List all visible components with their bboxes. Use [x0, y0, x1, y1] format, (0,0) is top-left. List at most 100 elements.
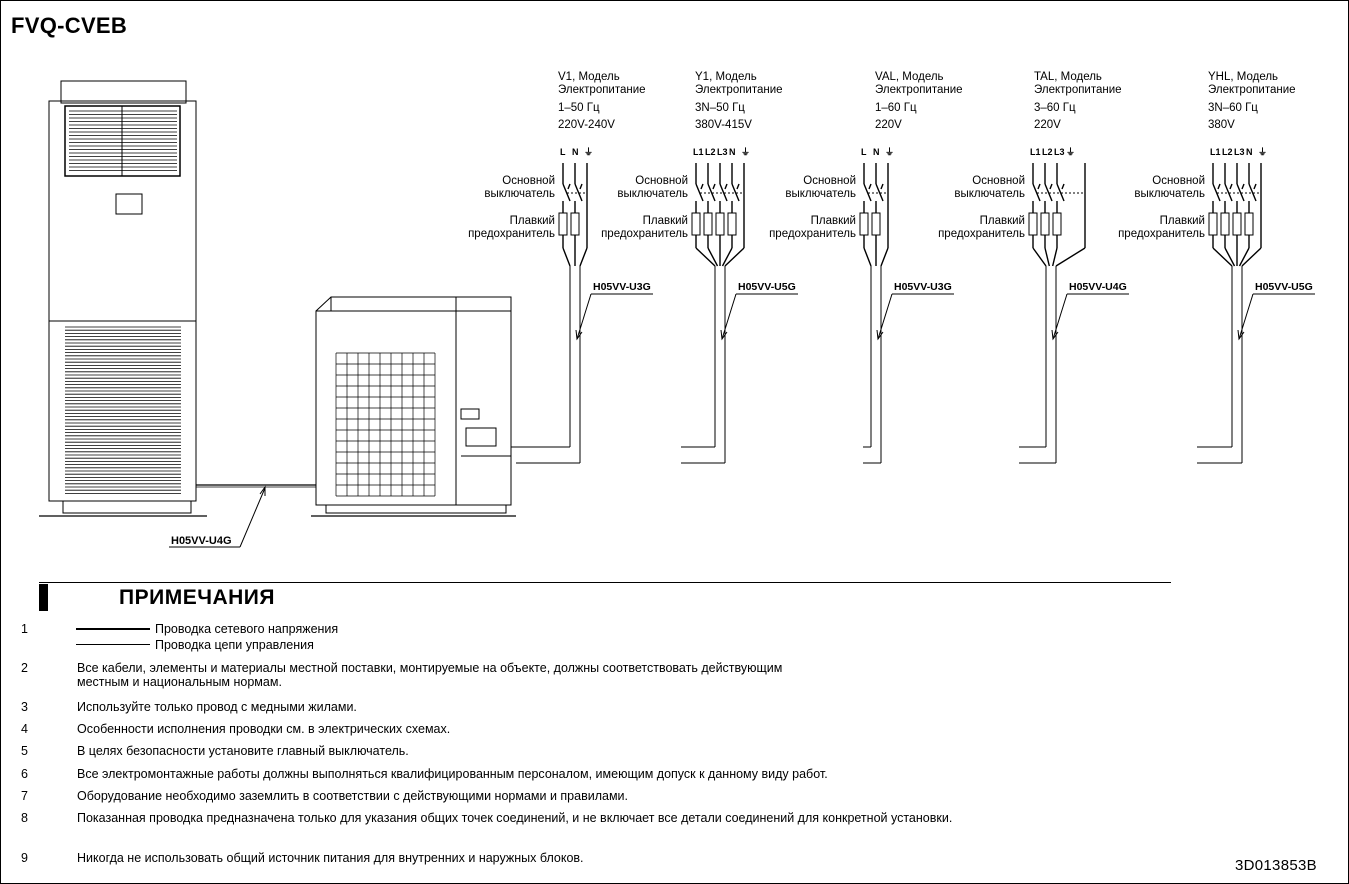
- cable-type-label: H05VV-U5G: [738, 281, 796, 293]
- notes-heading: ПРИМЕЧАНИЯ: [119, 586, 275, 609]
- fuse-label: предохранитель: [601, 228, 688, 240]
- legend-control-line: [76, 644, 150, 645]
- panel-frequency-label: 1–60 Гц: [875, 102, 917, 114]
- fuse-label: предохранитель: [769, 228, 856, 240]
- terminal-label: L1: [693, 147, 704, 157]
- leader-arrow: [721, 293, 737, 340]
- cable-type-label: H05VV-U3G: [593, 281, 651, 293]
- cable-type-label: H05VV-U5G: [1255, 281, 1313, 293]
- fuse-icon: [1220, 212, 1230, 236]
- switch-blade: [574, 183, 583, 202]
- switch-blade: [695, 183, 704, 202]
- switch-label: Основной: [972, 175, 1025, 187]
- terminal-label: N: [729, 147, 736, 157]
- fuse-icon: [1052, 212, 1062, 236]
- fuse-label: Плавкий: [811, 215, 856, 227]
- panel-model-label: V1, Модель: [558, 71, 620, 83]
- fuse-icon: [715, 212, 725, 236]
- switch-label: выключатель: [954, 188, 1025, 200]
- fuse-icon: [1028, 212, 1038, 236]
- fuse-icon: [1232, 212, 1242, 236]
- panel-frequency-label: 3–60 Гц: [1034, 102, 1076, 114]
- note-text: В целях безопасности установите главный …: [77, 744, 409, 758]
- note-number: 7: [21, 789, 28, 803]
- panel-power-label: Электропитание: [1208, 84, 1296, 96]
- ground-terminal-icon: ⏚: [584, 147, 593, 157]
- note-text: Используйте только провод с медными жила…: [77, 700, 357, 714]
- document-number: 3D013853B: [1235, 857, 1317, 874]
- switch-blade: [1236, 183, 1245, 202]
- fuse-icon: [570, 212, 580, 236]
- leader-arrow: [1238, 293, 1254, 340]
- panel-model-label: VAL, Модель: [875, 71, 944, 83]
- fuse-label: предохранитель: [468, 228, 555, 240]
- fuse-icon: [558, 212, 568, 236]
- terminal-label: L3: [1234, 147, 1245, 157]
- fuse-icon: [871, 212, 881, 236]
- outdoor-unit-icon: [311, 296, 516, 517]
- legend-control-label: Проводка цепи управления: [155, 638, 314, 652]
- switch-blade: [707, 183, 716, 202]
- switch-label: выключатель: [785, 188, 856, 200]
- note-number: 5: [21, 744, 28, 758]
- legend-main-label: Проводка сетевого напряжения: [155, 622, 339, 636]
- panel-model-label: TAL, Модель: [1034, 71, 1102, 83]
- panel-frequency-label: 3N–60 Гц: [1208, 102, 1258, 114]
- switch-blade: [1224, 183, 1233, 202]
- note-number: 6: [21, 767, 28, 781]
- terminal-label: N: [873, 147, 880, 157]
- fuse-icon: [1244, 212, 1254, 236]
- switch-blade: [875, 183, 884, 202]
- terminal-label: L: [861, 147, 867, 157]
- fuse-icon: [1040, 212, 1050, 236]
- terminal-label: L1: [1210, 147, 1221, 157]
- leader-arrow: [877, 293, 893, 340]
- note-text: Все электромонтажные работы должны выпол…: [77, 767, 828, 781]
- switch-label: выключатель: [1134, 188, 1205, 200]
- note-number: 2: [21, 661, 28, 675]
- panel-frequency-label: 3N–50 Гц: [695, 102, 745, 114]
- ground-terminal-icon: ⏚: [1258, 147, 1267, 157]
- note-number: 8: [21, 811, 28, 825]
- switch-blade: [1032, 183, 1041, 202]
- notes-marker: [39, 584, 48, 611]
- notes-divider: [39, 582, 1171, 583]
- ground-terminal-icon: ⏚: [741, 147, 750, 157]
- fuse-icon: [703, 212, 713, 236]
- panel-power-label: Электропитание: [558, 84, 646, 96]
- note-number: 9: [21, 851, 28, 865]
- legend-main-line: [76, 628, 150, 630]
- panel-voltage-label: 220V: [1034, 119, 1061, 131]
- note-number: 4: [21, 722, 28, 736]
- switch-label: Основной: [803, 175, 856, 187]
- indoor-cable-label: H05VV-U4G: [171, 535, 232, 547]
- panel-power-label: Электропитание: [875, 84, 963, 96]
- switch-label: Основной: [502, 175, 555, 187]
- cable-type-label: H05VV-U4G: [1069, 281, 1127, 293]
- indoor-unit-icon: [39, 80, 207, 517]
- panel-model-label: Y1, Модель: [695, 71, 757, 83]
- switch-blade: [863, 183, 872, 202]
- switch-label: выключатель: [484, 188, 555, 200]
- leader-arrow: [1052, 293, 1068, 340]
- note-text: Особенности исполнения проводки см. в эл…: [77, 722, 451, 736]
- panel-voltage-label: 380V-415V: [695, 119, 752, 131]
- panel-voltage-label: 220V-240V: [558, 119, 615, 131]
- note-number: 3: [21, 700, 28, 714]
- note-text: Показанная проводка предназначена только…: [77, 811, 953, 825]
- switch-blade: [1212, 183, 1221, 202]
- fuse-label: Плавкий: [980, 215, 1025, 227]
- switch-blade: [1248, 183, 1257, 202]
- fuse-icon: [1208, 212, 1218, 236]
- terminal-label: L1: [1030, 147, 1041, 157]
- fuse-label: Плавкий: [510, 215, 555, 227]
- terminal-label: L: [560, 147, 566, 157]
- switch-label: выключатель: [617, 188, 688, 200]
- fuse-label: предохранитель: [938, 228, 1025, 240]
